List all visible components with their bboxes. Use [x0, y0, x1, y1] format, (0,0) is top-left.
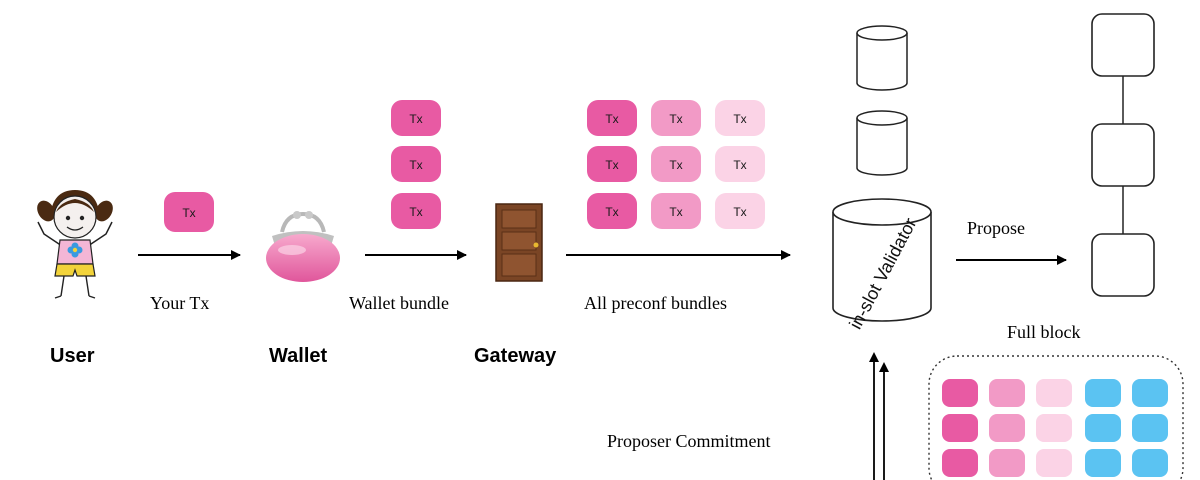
wallet-icon: [266, 211, 340, 282]
tx-preconf-3-2: Tx: [715, 146, 765, 182]
tx-wallet-bundle-1: Tx: [391, 100, 441, 136]
tx-preconf-3-1: Tx: [715, 100, 765, 136]
tx-preconf-2-2: Tx: [651, 146, 701, 182]
validator-icon: [832, 198, 932, 322]
database-icon-2: [856, 110, 908, 176]
user-label: User: [50, 345, 95, 367]
gateway-label: Gateway: [474, 345, 557, 367]
svg-text:Tx: Tx: [733, 158, 746, 172]
tx-preconf-1-2: Tx: [587, 146, 637, 182]
tx-wallet-bundle-2: Tx: [391, 146, 441, 182]
svg-text:Tx: Tx: [182, 206, 195, 220]
tx-preconf-3-3: Tx: [715, 193, 765, 229]
tx-preconf-2-3: Tx: [651, 193, 701, 229]
full-block-tx-grid: [942, 379, 1168, 477]
svg-text:Tx: Tx: [409, 112, 422, 126]
svg-text:Tx: Tx: [409, 158, 422, 172]
your-tx-label: Your Tx: [150, 293, 209, 313]
all-preconf-bundles-label: All preconf bundles: [584, 293, 727, 313]
tx-preconf-1-3: Tx: [587, 193, 637, 229]
database-icon-1: [856, 25, 908, 91]
svg-text:Tx: Tx: [605, 158, 618, 172]
svg-text:Tx: Tx: [669, 205, 682, 219]
proposer-commitment-label: Proposer Commitment: [607, 431, 771, 451]
wallet-bundle-label: Wallet bundle: [349, 293, 449, 313]
block-chain-icon: [1091, 13, 1155, 297]
svg-text:Tx: Tx: [669, 158, 682, 172]
user-icon: [37, 190, 113, 299]
tx-wallet-bundle-3: Tx: [391, 193, 441, 229]
propose-label: Propose: [967, 218, 1025, 238]
svg-text:Tx: Tx: [733, 205, 746, 219]
wallet-label: Wallet: [269, 345, 327, 367]
svg-text:Tx: Tx: [605, 205, 618, 219]
svg-text:Tx: Tx: [605, 112, 618, 126]
full-block-label: Full block: [1007, 322, 1081, 342]
proposer-commitment-arrows: [869, 352, 889, 480]
tx-preconf-2-1: Tx: [651, 100, 701, 136]
svg-text:Tx: Tx: [733, 112, 746, 126]
svg-text:Tx: Tx: [669, 112, 682, 126]
tx-your-tx: Tx: [164, 192, 214, 232]
tx-preconf-1-1: Tx: [587, 100, 637, 136]
gateway-icon: [495, 203, 543, 282]
svg-text:Tx: Tx: [409, 205, 422, 219]
